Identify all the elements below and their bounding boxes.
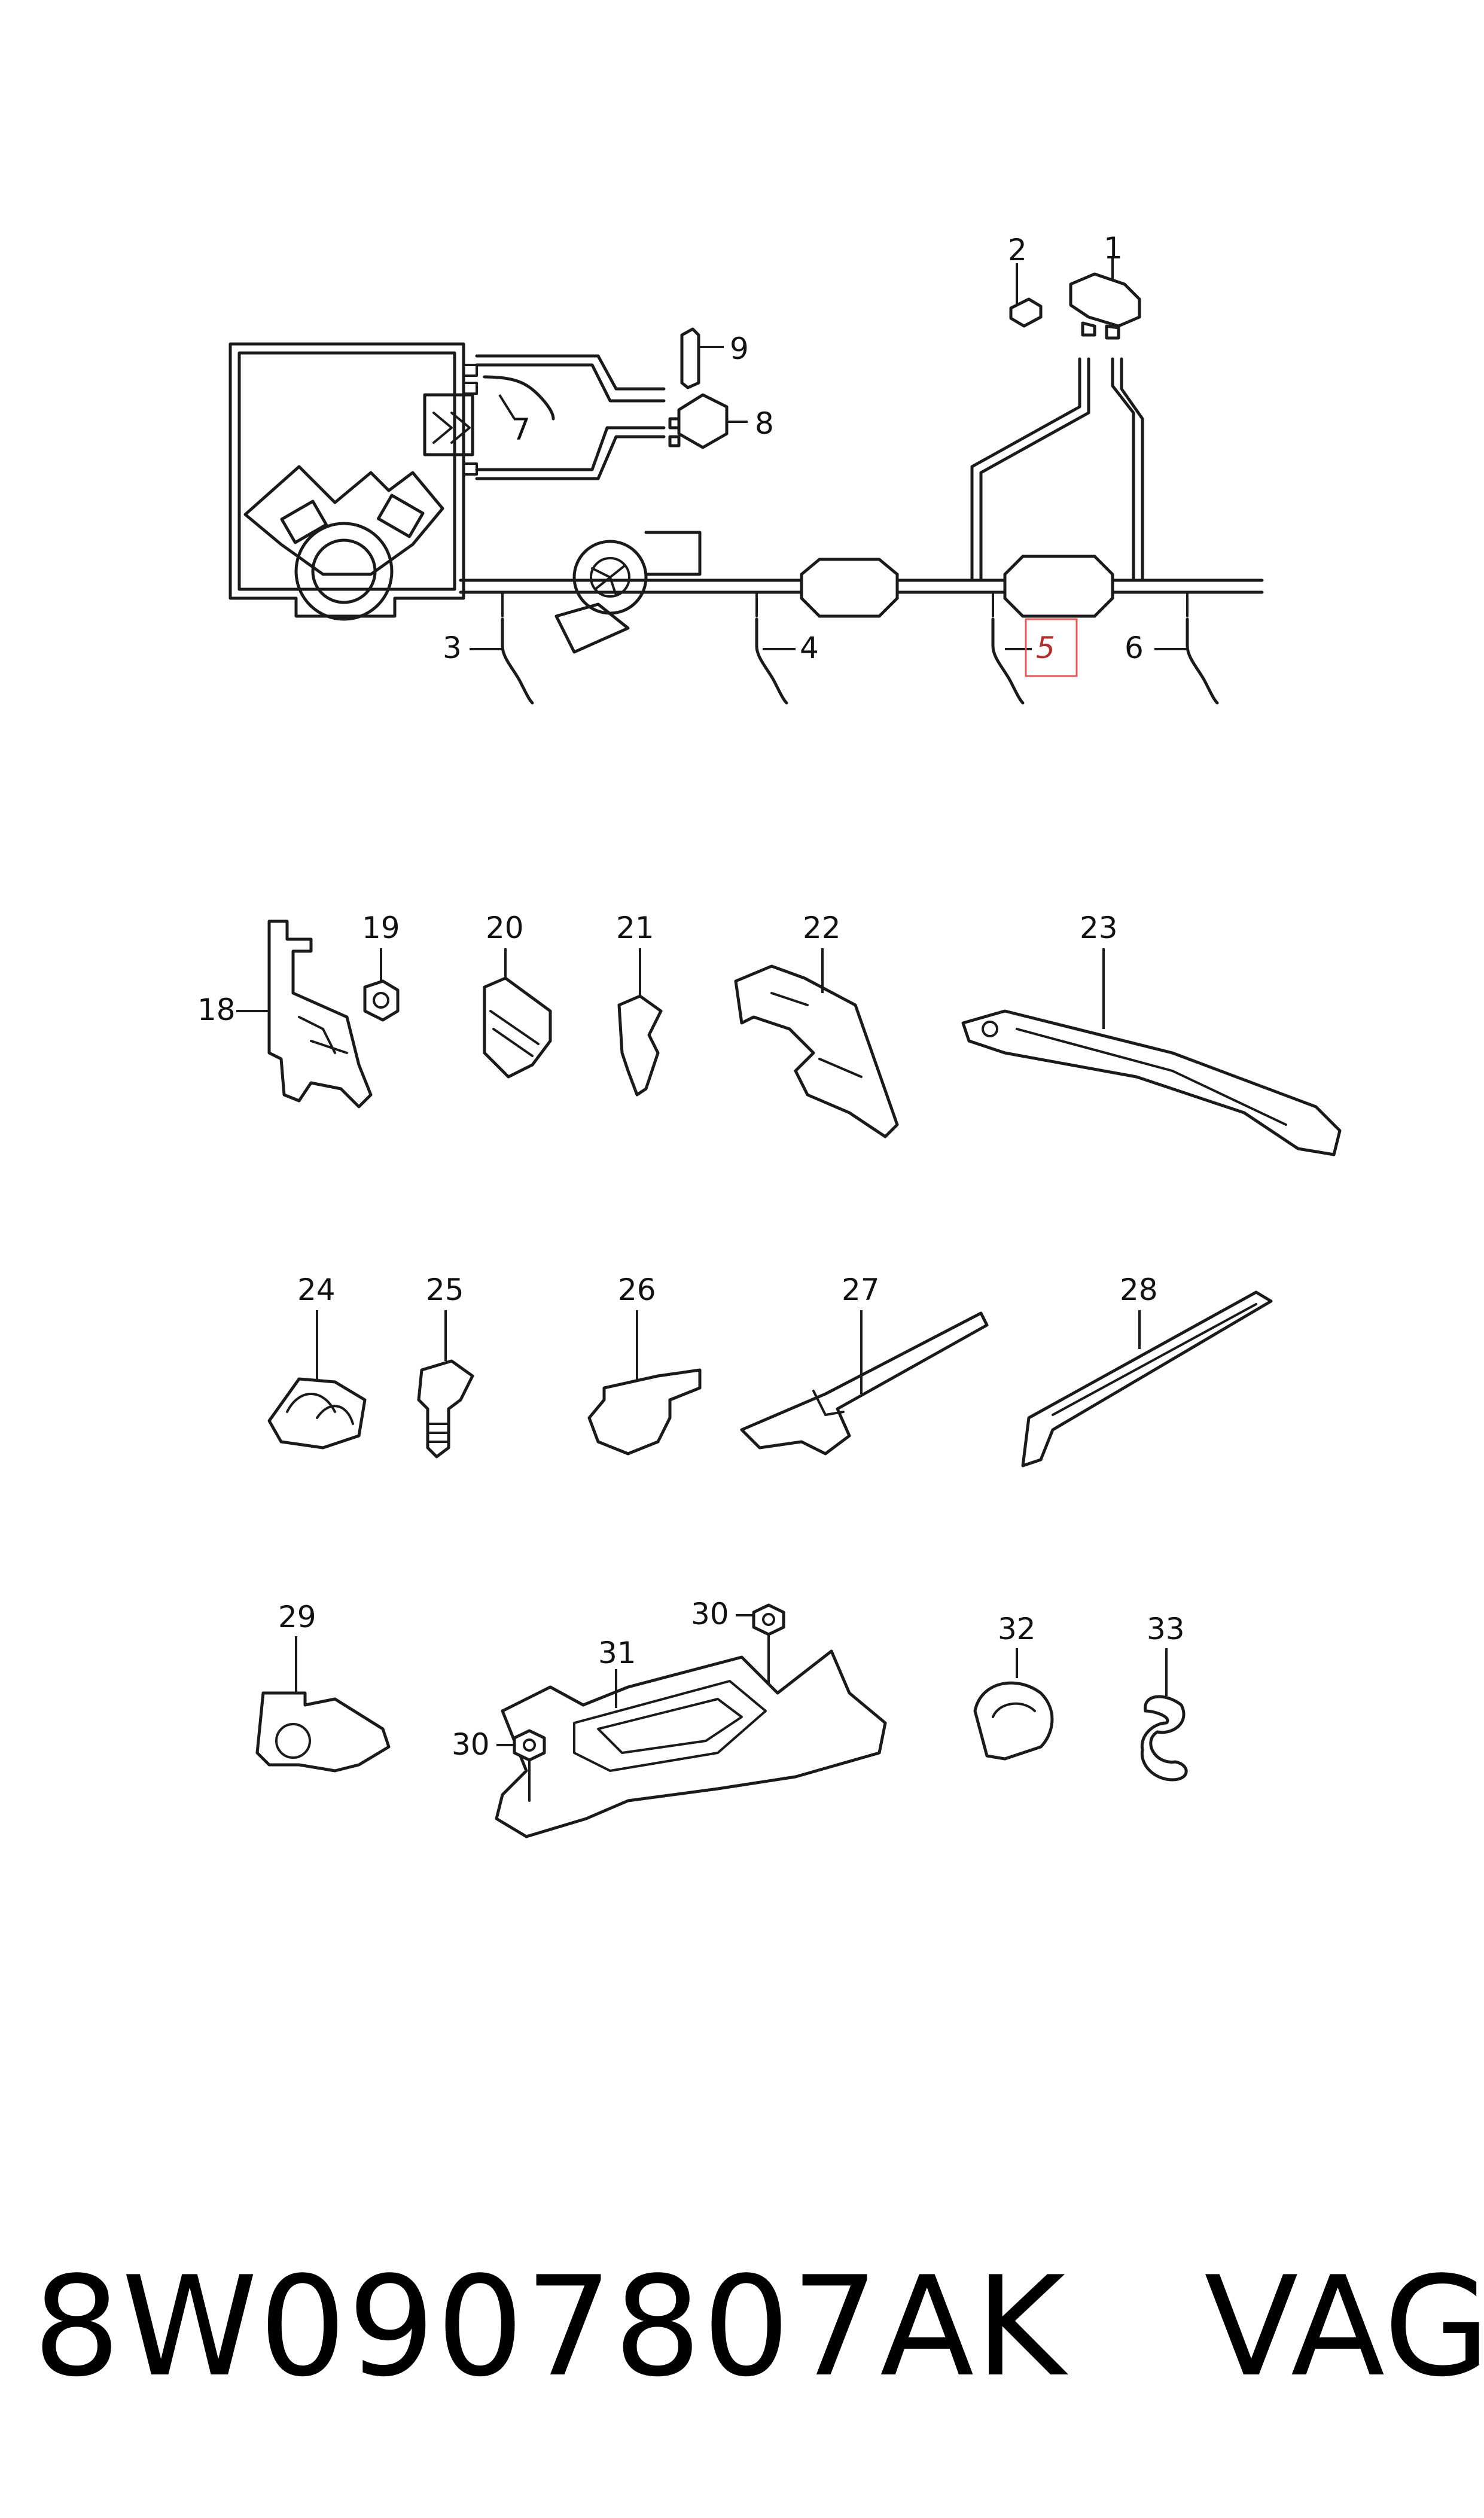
part-27-cable-tie <box>740 1310 989 1456</box>
part-30-nut-a <box>736 1603 785 1697</box>
callout-27: 27 <box>842 1272 880 1307</box>
callout-20: 20 <box>486 911 524 945</box>
callout-19: 19 <box>362 911 400 945</box>
part-33-clip <box>1140 1648 1188 1782</box>
callout-25: 25 <box>426 1272 464 1307</box>
part-19-nut <box>363 948 400 1022</box>
brand-label: VAG <box>1204 2247 1484 2407</box>
pressure-sensor-1 <box>1009 257 1141 340</box>
part-22-holder <box>734 948 899 1138</box>
callout-23: 23 <box>1080 911 1118 945</box>
callout-4: 4 <box>800 631 819 665</box>
callout-32: 32 <box>998 1612 1036 1646</box>
callout-5: 5 <box>1036 631 1055 665</box>
callout-9: 9 <box>730 331 749 366</box>
part-20-clip <box>483 948 552 1079</box>
part-29-holder <box>255 1636 391 1773</box>
part-18-bracket <box>236 919 373 1109</box>
part-number-footer: 8W0907807AK VAG <box>33 2247 1484 2407</box>
callout-33: 33 <box>1147 1612 1185 1646</box>
callout-26: 26 <box>618 1272 656 1307</box>
callout-2: 2 <box>1008 233 1027 267</box>
part-24-clip <box>267 1310 367 1450</box>
callout-30-left: 30 <box>452 1727 490 1762</box>
callout-28: 28 <box>1120 1272 1158 1307</box>
callout-21: 21 <box>616 911 654 945</box>
callout-31: 31 <box>598 1636 636 1670</box>
callout-1: 1 <box>1104 231 1123 266</box>
temperature-sensors <box>470 617 1219 705</box>
callout-7: 7 <box>511 412 531 447</box>
part-28-cable-tie <box>1021 1290 1273 1467</box>
part-32-clip <box>973 1648 1054 1761</box>
callout-3: 3 <box>443 631 462 665</box>
callout-24: 24 <box>297 1272 336 1307</box>
callout-5-highlight-box <box>1025 618 1078 677</box>
part-26-clip <box>587 1310 702 1456</box>
callout-labels: 1 2 9 7 8 3 4 5 6 18 19 20 21 22 23 24 2… <box>197 231 1185 1762</box>
callout-6: 6 <box>1125 631 1144 665</box>
callout-30-top: 30 <box>691 1597 729 1631</box>
engine-exhaust-schematic <box>228 342 1264 654</box>
part-25-clip <box>417 1310 474 1459</box>
solenoid-valve-8 <box>483 327 748 449</box>
part-30-nut-b <box>496 1729 546 1802</box>
part-number: 8W0907807AK <box>33 2247 1067 2407</box>
part-21-clip <box>617 948 663 1097</box>
callout-29: 29 <box>278 1600 316 1634</box>
callout-22: 22 <box>803 911 841 945</box>
part-31-carrier <box>495 1649 887 1838</box>
callout-18: 18 <box>197 992 236 1027</box>
callout-8: 8 <box>755 406 774 441</box>
part-23-bracket <box>961 948 1342 1156</box>
